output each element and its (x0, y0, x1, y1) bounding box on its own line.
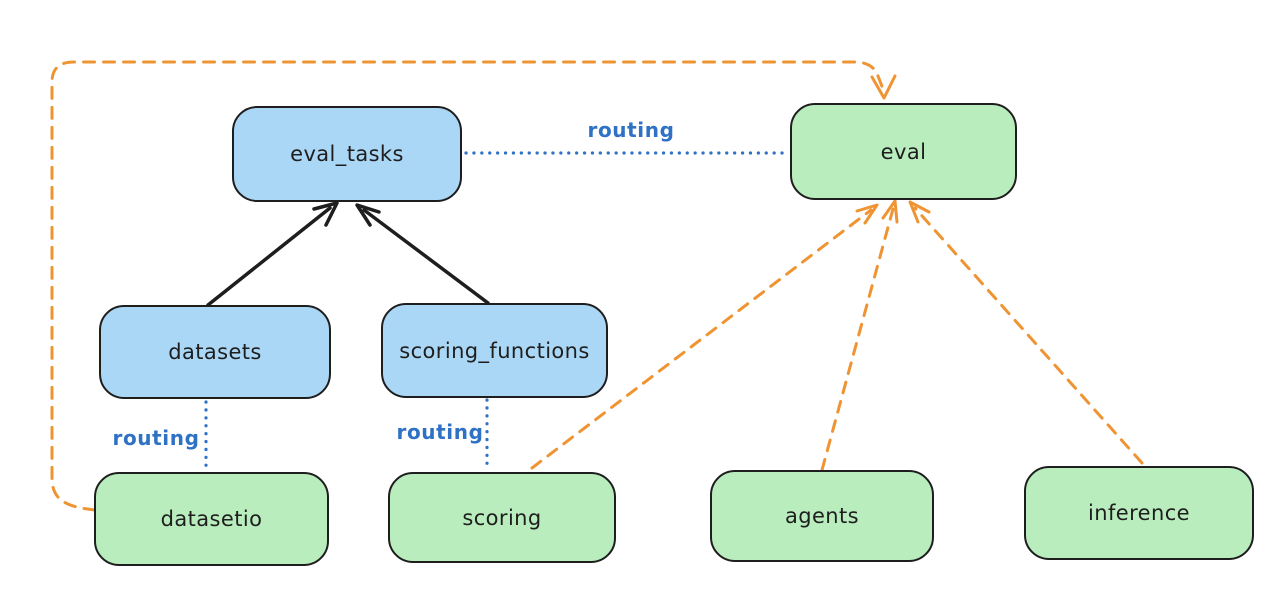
edge-label-routing-left: routing (112, 426, 200, 450)
node-eval_tasks: eval_tasks (232, 106, 462, 202)
node-scoring_functions-label: scoring_functions (399, 338, 590, 363)
edge-inference-eval-arrowhead (908, 200, 931, 224)
node-datasetio-label: datasetio (160, 507, 263, 531)
node-agents-label: agents (784, 504, 859, 528)
node-agents: agents (710, 470, 934, 562)
node-eval: eval (790, 103, 1017, 200)
node-datasets: datasets (99, 305, 331, 399)
node-inference-label: inference (1088, 501, 1190, 525)
edge-scoring_functions-eval_tasks-arrowhead (355, 203, 381, 227)
node-scoring-label: scoring (462, 505, 542, 530)
edge-label-routing-top: routing (587, 118, 675, 142)
edge-datasets-eval_tasks (206, 206, 332, 307)
edge-label-routing-middle: routing (396, 420, 484, 444)
node-scoring_functions: scoring_functions (381, 303, 608, 398)
node-eval-label: eval (880, 139, 927, 164)
edge-datasets-eval_tasks-arrowhead (312, 201, 339, 227)
edge-scoring-eval (530, 208, 873, 470)
edge-datasetio-eval (50, 60, 885, 512)
node-eval_tasks-label: eval_tasks (290, 142, 404, 166)
node-scoring: scoring (388, 472, 616, 563)
edge-scoring-eval-arrowhead (855, 203, 879, 225)
edge-datasetio-eval-arrowhead (870, 74, 897, 100)
edge-agents-eval-arrowhead (881, 199, 899, 224)
node-inference: inference (1024, 466, 1254, 560)
node-datasets-label: datasets (168, 340, 262, 364)
edge-scoring_functions-eval_tasks (362, 208, 490, 305)
edge-inference-eval (913, 206, 1144, 465)
node-datasetio: datasetio (94, 472, 329, 566)
edge-agents-eval (820, 207, 895, 472)
